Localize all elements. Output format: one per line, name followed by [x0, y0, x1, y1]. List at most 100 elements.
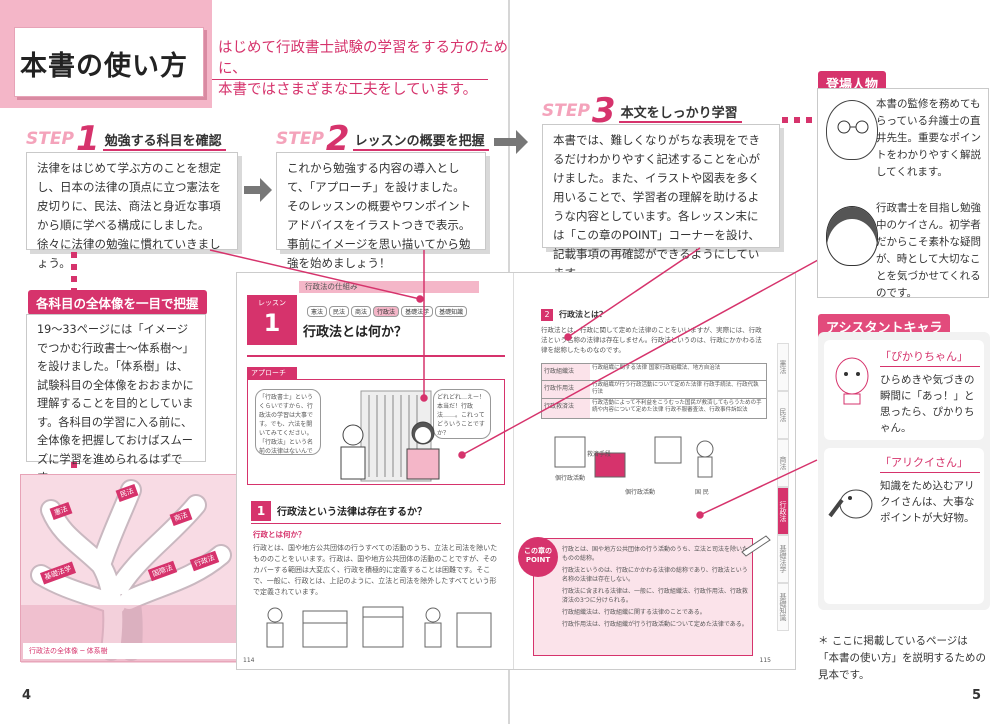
student-illustration	[406, 421, 440, 480]
sample-diagram-label: 救済手段	[587, 451, 612, 458]
sample-table-cell: 行政組織が行う行政活動について定めた法律 行政手続法、行政代執行法	[590, 381, 766, 398]
sample-side-tab: 行政法	[777, 487, 789, 535]
sample-sub-title: 行政とは何か？	[253, 530, 306, 539]
sample-side-tab: 基礎知識	[777, 583, 789, 631]
step1-word: STEP	[26, 129, 74, 149]
pencil-icon	[741, 535, 771, 557]
sample-sub-body: 行政とは、国や地方公共団体の行うすべての活動のうち、立法と司法を除いたもののこと…	[253, 544, 498, 596]
sample-chip-row: 憲法民法商法行政法基礎法学基礎知識	[307, 299, 469, 318]
sample-table-example: 国家行政組織法、地方自治法	[648, 365, 721, 371]
sample-diagram-label: 個行政活動	[625, 489, 656, 496]
sample-chip: 基礎知識	[435, 306, 468, 317]
step3-label: STEP 3 本文をしっかり学習	[542, 94, 742, 128]
sample-table-row: 行政作用法 行政組織が行う行政活動について定めた法律 行政手続法、行政代執行法	[541, 381, 767, 399]
sample-lesson-label: レッスン	[258, 299, 286, 307]
sample-right-sub-number: 2	[541, 309, 553, 321]
sample-table-cell: 行政作用法	[542, 381, 590, 398]
sample-point-item: 行政とは、国や地方公共団体の行う活動のうち、立法と司法を除いたものの総称。	[562, 546, 749, 562]
sample-point-list: 行政とは、国や地方公共団体の行う活動のうち、立法と司法を除いたものの総称。 行政…	[562, 545, 748, 629]
assistant-rule	[880, 366, 980, 367]
sample-side-tab: 憲法	[777, 343, 789, 391]
intro-line-1: はじめて行政書士試験の学習をする方のために、	[218, 40, 508, 77]
step3-body: 本書では、難しくなりがちな表現をできるだけわかりやすく記述することを心がけました…	[553, 133, 760, 280]
lawyer-illustration	[340, 424, 366, 480]
sample-chip: 基礎法学	[401, 306, 434, 317]
sample-bubble-right: どれどれ…えー！本当だ！行政法……。これってどういうことですか？	[433, 389, 491, 439]
sample-table-example: 行政手続法、行政代執行法	[592, 382, 759, 395]
step1-number: 1	[75, 119, 100, 159]
sample-page-number-left: 114	[243, 657, 255, 664]
lightbulb-character-icon	[835, 357, 869, 405]
sample-point-item: 行政作用法は、行政組織が行う行政活動について定めた法律である。	[562, 621, 748, 628]
overview-box: 19〜33ページには「イメージでつかむ行政書士〜体系樹〜」を設けました。「体系樹…	[26, 314, 206, 484]
character-lawyer-text: 本書の監修を務めてもらっている弁護士の直井先生。重要なポイントをわかりやすく解説…	[876, 98, 981, 178]
step3-word: STEP	[542, 101, 590, 121]
people-illustrations	[266, 606, 492, 648]
sample-table-example: 行政不服審査法、行政事件訴訟法	[665, 407, 748, 413]
tree-caption: 行政法の全体像 ─ 体系樹	[29, 647, 108, 655]
sample-side-tab: 民法	[777, 391, 789, 439]
step3-card: 本書では、難しくなりがちな表現をできるだけわかりやすく記述することを心がけました…	[542, 124, 780, 280]
step2-body: これから勉強する内容の導入として、「アプローチ」を設けました。そのレッスンの概要…	[287, 161, 471, 270]
sample-table-row: 行政救済法 行政活動によって不利益をこうむった国民が救済してもらうための手続や内…	[541, 399, 767, 419]
sample-table-desc: 行政活動によって不利益をこうむった国民が救済してもらうための手続や内容について定…	[592, 400, 762, 413]
assistant-name: 「アリクイさん」	[880, 456, 968, 469]
step2-number: 2	[325, 119, 350, 159]
anteater-character-icon	[828, 489, 873, 519]
sample-right-body: 行政法とは、行政に関して定めた法律のことをいいますが、実際には、行政法という名称…	[541, 326, 762, 354]
sample-chip: 民法	[329, 306, 350, 317]
intro-line-2: 本書ではさまざまな工夫をしています。	[218, 82, 478, 98]
character-student-text: 行政書士を目指し勉強中のケイさん。初学者だからこそ素朴な疑問が、時として大切なこ…	[876, 202, 981, 299]
sample-chip: 商法	[351, 306, 372, 317]
sample-breadcrumb: 行政法の仕組み	[299, 281, 479, 293]
assistant-name: 「ぴかりちゃん」	[880, 350, 968, 363]
sample-approach-label: アプローチ	[247, 367, 297, 379]
sample-table-cell: 行政救済法	[542, 399, 590, 418]
page-number-right: 5	[972, 688, 982, 703]
step2-title: レッスンの概要を把握	[352, 128, 489, 151]
sample-chip: 憲法	[307, 306, 328, 317]
dotted-connector	[782, 117, 818, 123]
step1-body: 法律をはじめて学ぶ方のことを想定し、日本の法律の頂点に立つ憲法を皮切りに、民法、…	[37, 161, 221, 270]
lawyer-portrait-icon	[826, 100, 878, 160]
sample-point-item: 行政法というのは、行政にかかわる法律の総称であり、行政法という名称の法律は存在し…	[562, 567, 748, 583]
assistant-text: ひらめきや気づきの瞬間に「あっ！」と思ったら、ぴかりちゃん。	[880, 374, 975, 434]
header-box	[14, 27, 204, 97]
step1-label: STEP 1 勉強する科目を確認	[26, 119, 226, 159]
sample-rule	[247, 355, 505, 357]
overview-body: 19〜33ページには「イメージでつかむ行政書士〜体系樹〜」を設けました。「体系樹…	[37, 323, 194, 484]
page-number-left: 4	[22, 688, 32, 703]
sample-diagram-label: 個行政活動	[555, 475, 586, 482]
page-title: 本書の使い方	[20, 51, 188, 82]
relief-diagram	[554, 436, 714, 478]
header-rule	[212, 79, 488, 80]
step3-title: 本文をしっかり学習	[618, 100, 742, 123]
footnote: ＊ ここに掲載しているページは「本書の使い方」を説明するための見本です。	[818, 635, 986, 681]
sample-table-cell: 行政活動によって不利益をこうむった国民が救済してもらうための手続や内容について定…	[590, 399, 766, 418]
sample-section-title: 行政法という法律は存在するか？	[277, 507, 427, 518]
sample-point-box: この章のPOINT 行政とは、国や地方公共団体の行う活動のうち、立法と司法を除い…	[518, 537, 753, 656]
assistant-text: 知識をため込むアリクイさんは、大事なポイントが大好物。	[880, 480, 975, 524]
sample-right-sub-title: 行政法とは？	[559, 310, 607, 319]
sample-section-number: 1	[251, 501, 271, 521]
tree-icon	[21, 479, 243, 663]
sample-point-item: 行政組織法は、行政組織に関する法律のことである。	[562, 609, 706, 616]
student-portrait-icon	[826, 206, 878, 266]
step2-card: これから勉強する内容の導入として、「アプローチ」を設けました。そのレッスンの概要…	[276, 152, 486, 270]
glasses-icon	[837, 120, 869, 134]
assistant-card	[824, 448, 984, 604]
sample-lesson-tab: レッスン 1	[247, 295, 297, 345]
sample-table-cell: 行政組織法	[542, 364, 590, 380]
sample-section-rule	[251, 523, 501, 524]
arrow-right-icon	[244, 178, 272, 202]
sample-side-tab: 基礎法学	[777, 535, 789, 583]
step1-title: 勉強する科目を確認	[102, 128, 226, 151]
sample-table-desc: 行政組織が行う行政活動について定めた法律	[592, 382, 702, 388]
arrow-right-icon	[494, 130, 528, 154]
dotted-connector	[71, 462, 77, 476]
sample-diagram-label: 国 民	[695, 489, 709, 496]
sample-right-page: 2 行政法とは？ 行政法とは、行政に関して定めた法律のことをいいますが、実際には…	[515, 273, 795, 669]
sample-point-tag: この章のPOINT	[518, 537, 558, 577]
